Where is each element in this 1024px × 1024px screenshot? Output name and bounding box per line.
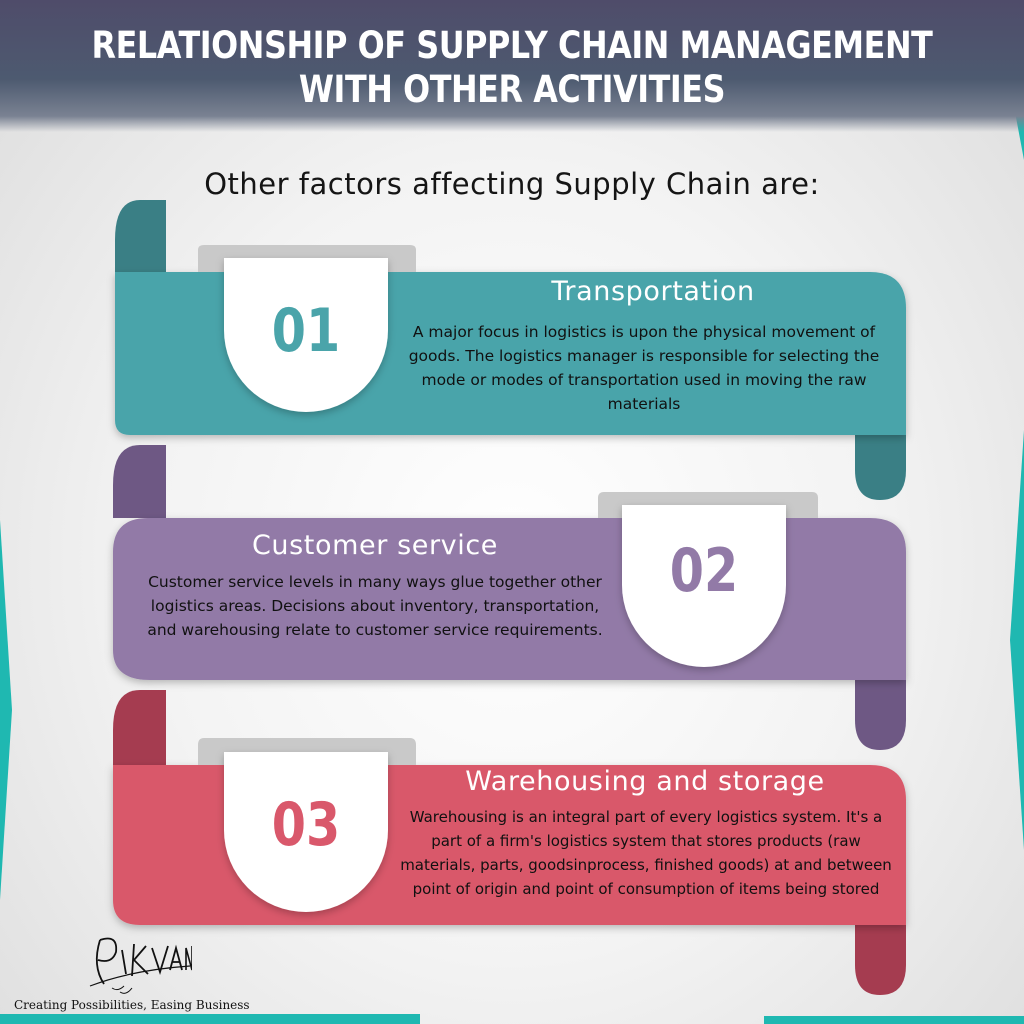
ribbon-2 [113, 445, 906, 750]
item-1-title: Transportation [551, 276, 755, 307]
ribbon-2-left-curl [113, 445, 166, 518]
ribbon-3-right-tail [855, 915, 906, 995]
pikvan-logo [89, 937, 192, 994]
item-3-body: Warehousing is an integral part of every… [400, 808, 892, 898]
item-2-body: Customer service levels in many ways glu… [147, 573, 603, 639]
ribbon-3-badge [224, 752, 388, 912]
item-1-body: A major focus in logistics is upon the p… [408, 323, 880, 413]
header-bar [0, 0, 1024, 132]
ribbon-1-left-curl [115, 200, 166, 272]
ribbon-3-left-curl [113, 690, 166, 765]
item-2-number: 02 [669, 536, 739, 606]
page-subtitle: Other factors affecting Supply Chain are… [204, 167, 820, 201]
ribbon-2-badge [622, 505, 786, 667]
item-1-number: 01 [271, 296, 341, 366]
page-title: RELATIONSHIP OF SUPPLY CHAIN MANAGEMENT … [91, 24, 933, 111]
ribbon-1 [115, 200, 906, 500]
ribbon-1-right-tail [855, 425, 906, 500]
item-3-title: Warehousing and storage [465, 766, 825, 797]
teal-corner-bottom-right [764, 1016, 1024, 1024]
ribbon-1-badge [224, 258, 388, 412]
footer-tagline: Creating Possibilities, Easing Business [14, 998, 250, 1012]
item-3-number: 03 [271, 790, 341, 860]
ribbon-2-right-tail [855, 670, 906, 750]
item-2-title: Customer service [251, 530, 499, 561]
ribbon-3 [113, 690, 906, 995]
teal-corner-bottom-left [0, 1014, 420, 1024]
